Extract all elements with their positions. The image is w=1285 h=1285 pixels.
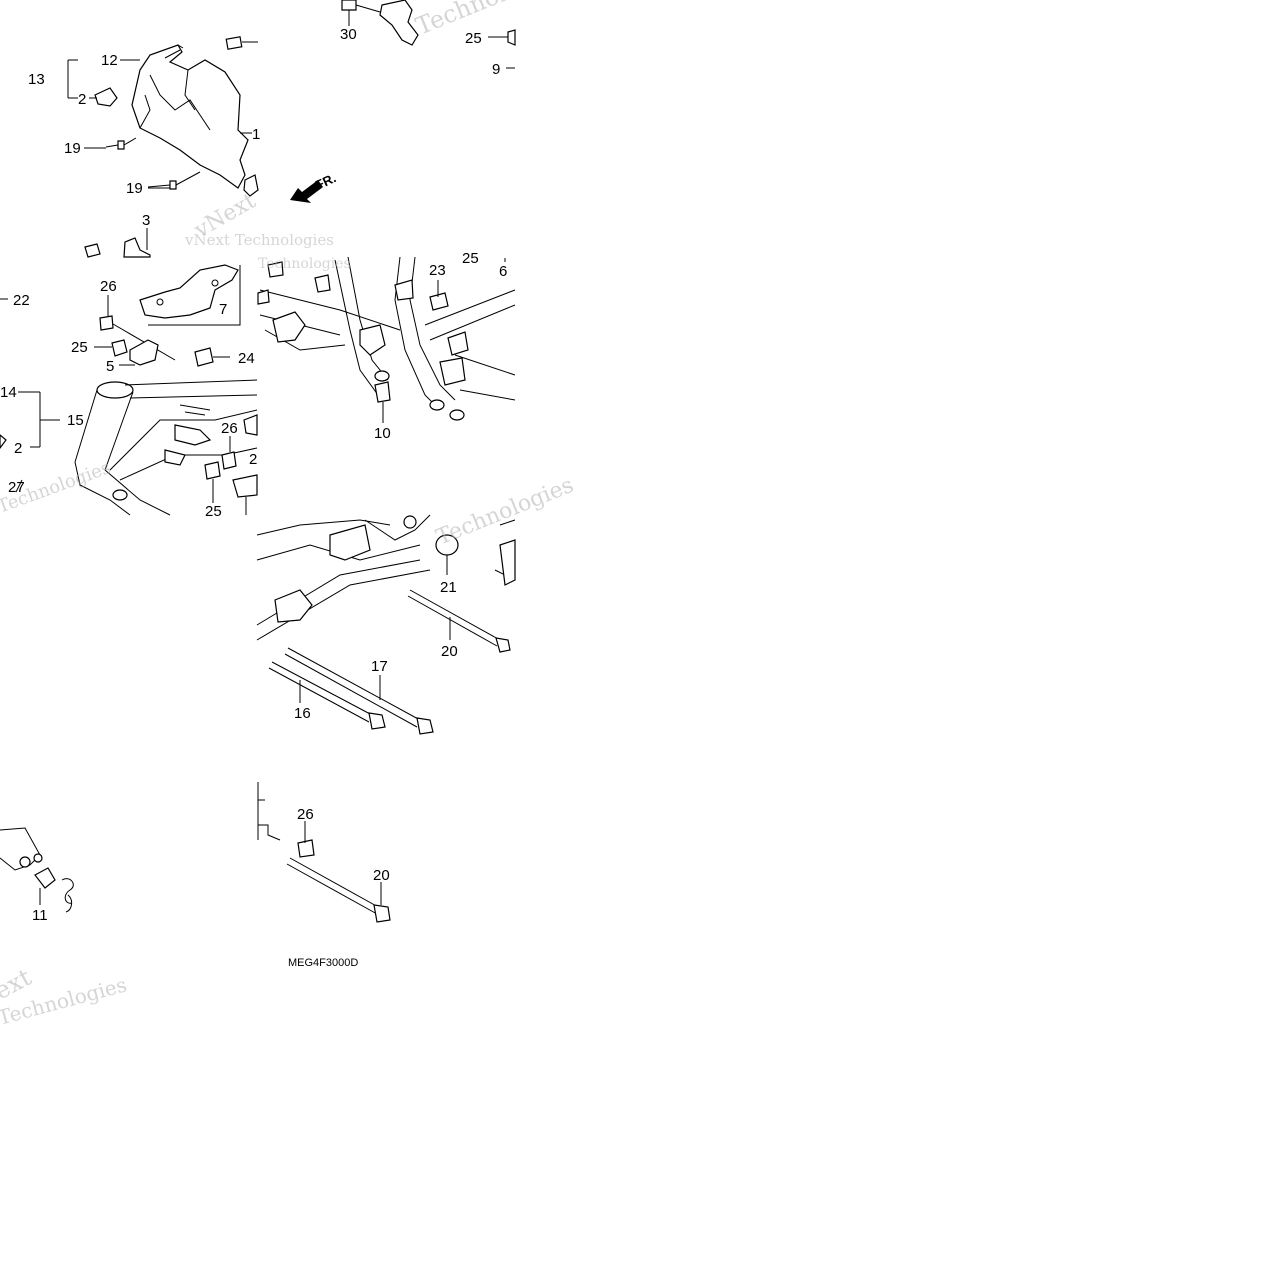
callout-label: 1 — [252, 126, 260, 143]
callout-label: 26 — [297, 806, 314, 823]
watermarks: Technologies vNext Technologies vNext Te… — [0, 0, 577, 1030]
callout-label: 26 — [221, 420, 238, 437]
callout-label: 21 — [440, 579, 457, 596]
callout-label: 7 — [219, 301, 227, 318]
bracket-part — [129, 339, 159, 366]
tile-frame-center — [257, 256, 516, 423]
callout-label: 27 — [8, 479, 25, 496]
callout-labels: 30 25 9 12 13 2 1 19 19 3 23 25 6 26 7 2… — [0, 26, 507, 924]
callout-label: 10 — [374, 425, 391, 442]
callout-label: 25 — [71, 339, 88, 356]
tile-lower-center — [256, 514, 516, 735]
callout-label: 5 — [106, 358, 114, 375]
callout-label: 22 — [13, 292, 30, 309]
grommet-part — [94, 87, 118, 107]
front-direction-label: FR. — [313, 170, 338, 192]
watermark-text: vNext Technologies — [184, 231, 334, 249]
bolt-part — [286, 857, 391, 923]
callout-label: 13 — [28, 71, 45, 88]
tile-upper-left: FR. — [67, 0, 516, 258]
watermark-text: Technologies — [412, 0, 570, 41]
callout-label: 30 — [340, 26, 357, 43]
callout-label: 2 — [78, 91, 86, 108]
frame-part — [74, 379, 258, 516]
callout-label: 15 — [67, 412, 84, 429]
callout-label: 3 — [142, 212, 150, 229]
tile-bottom-left — [0, 827, 74, 913]
frame-part — [259, 256, 516, 421]
watermark-text: Technologies — [433, 473, 577, 551]
callout-label: 26 — [100, 278, 117, 295]
callout-label: 2 — [249, 451, 257, 468]
cap-part — [225, 36, 243, 50]
callout-label: 20 — [373, 867, 390, 884]
callout-label: 6 — [499, 263, 507, 280]
callout-label: 19 — [126, 180, 143, 197]
callout-label: 23 — [429, 262, 446, 279]
bracket-part — [139, 264, 239, 319]
callout-label: 24 — [238, 350, 255, 367]
callout-label: 16 — [294, 705, 311, 722]
callout-label: 25 — [465, 30, 482, 47]
callout-label: 9 — [492, 61, 500, 78]
bolt-part — [284, 647, 434, 735]
screw-part — [147, 171, 201, 190]
bracket-part — [379, 0, 419, 46]
bolt-part — [407, 589, 511, 653]
callout-label: 17 — [371, 658, 388, 675]
bracket-part — [123, 237, 151, 258]
cowl-cover-part — [131, 44, 249, 189]
callout-label: 25 — [462, 250, 479, 267]
screw-part — [105, 137, 137, 150]
watermark-text: Technologies — [258, 256, 351, 272]
front-direction-arrow: FR. — [290, 170, 338, 203]
callout-label: 25 — [205, 503, 222, 520]
bolt-part — [268, 661, 386, 730]
callout-label: 14 — [0, 384, 17, 401]
tile-bottom-center — [257, 782, 391, 923]
callout-label: 20 — [441, 643, 458, 660]
diagram-code: MEG4F3000D — [288, 957, 358, 969]
tile-middle-left — [0, 264, 258, 516]
clip-part — [34, 867, 56, 889]
callout-label: 11 — [32, 907, 48, 924]
callout-label: 2 — [14, 440, 22, 457]
callout-label: 19 — [64, 140, 81, 157]
frame-part — [256, 514, 516, 641]
callout-label: 12 — [101, 52, 118, 69]
